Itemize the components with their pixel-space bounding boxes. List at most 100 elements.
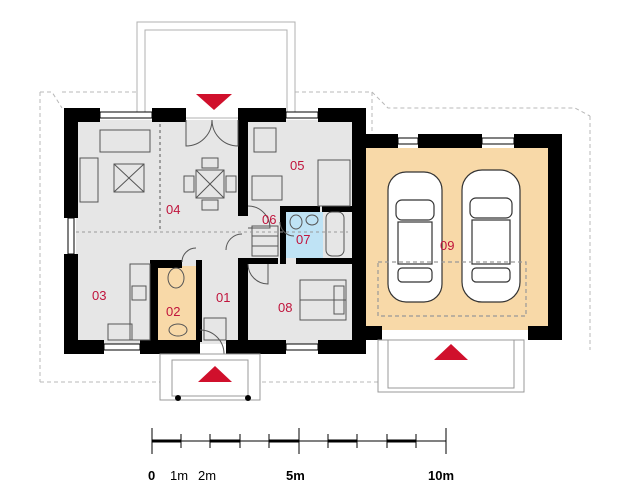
- doors: [181, 119, 295, 355]
- room-label-09: 09: [440, 238, 454, 253]
- window-living-top: [99, 111, 153, 119]
- wall-bottom-2: [140, 340, 200, 354]
- wc-toilet: [167, 267, 185, 289]
- wall-bottom-3: [226, 340, 286, 354]
- entrance-porch: [159, 353, 261, 401]
- wc-floor: [156, 266, 196, 340]
- sofa-left: [79, 157, 99, 203]
- desk-room05: [253, 127, 277, 153]
- coffee-table: [113, 163, 145, 193]
- kitchen-counter: [129, 263, 151, 341]
- wc-washbasin: [168, 323, 188, 337]
- porch-post-right: [245, 395, 251, 401]
- arrow-entrance: [198, 366, 232, 382]
- room-label-07: 07: [296, 232, 310, 247]
- wall-interior-05-07: [280, 206, 320, 212]
- porch-outer: [159, 353, 261, 401]
- window-kitchen: [103, 343, 141, 351]
- wall-interior-04-06: [238, 120, 248, 216]
- wardrobe-room05: [251, 175, 283, 201]
- car-left-roof: [397, 221, 433, 265]
- chair-left: [183, 175, 195, 193]
- sofa-top: [99, 129, 151, 153]
- porch-inner: [171, 359, 249, 397]
- wall-bottom-1: [64, 340, 104, 354]
- wall-garage-bottom-l: [364, 326, 382, 340]
- wall-garage-top-1: [352, 134, 398, 148]
- car-right-windshield: [469, 197, 513, 219]
- wall-interior-07-08: [296, 258, 352, 264]
- wall-garage-bottom-r: [528, 326, 562, 340]
- wall-interior-02-top: [150, 260, 182, 268]
- arrow-garage: [434, 344, 468, 360]
- room-label-08: 08: [278, 300, 292, 315]
- door-terrace-left: [185, 119, 213, 147]
- hall-cabinet: [251, 225, 279, 257]
- room-label-05: 05: [290, 158, 304, 173]
- wall-interior-06-07: [280, 206, 286, 264]
- window-left: [67, 217, 75, 255]
- bathroom-toilet: [289, 214, 303, 230]
- windows: [67, 111, 515, 351]
- bed-room05: [317, 159, 351, 207]
- wall-interior-05-bath: [322, 206, 352, 212]
- scale-label-1m: 1m: [170, 468, 188, 483]
- kitchen-sink-counter: [107, 323, 133, 341]
- window-garage-2: [481, 137, 515, 145]
- wall-interior-hall-08: [248, 258, 278, 264]
- window-room05: [285, 111, 319, 119]
- wall-garage-top-2: [418, 134, 482, 148]
- scale-label-2m: 2m: [198, 468, 216, 483]
- kitchen-hob: [131, 285, 147, 301]
- dining-table-cross-2: [195, 169, 225, 199]
- wall-garage-right: [548, 134, 562, 340]
- car-left: [387, 171, 443, 303]
- chair-top: [201, 157, 219, 169]
- wall-top-3: [238, 108, 286, 122]
- window-room08: [285, 343, 319, 351]
- wall-left-lower: [64, 254, 78, 350]
- door-bathroom: [279, 221, 295, 237]
- coffee-table-cross-2: [113, 163, 145, 193]
- terrace: [136, 21, 296, 119]
- garage-door-track: [377, 261, 527, 317]
- door-wc: [181, 247, 197, 263]
- room-label-03: 03: [92, 288, 106, 303]
- entrance-step: [203, 317, 227, 341]
- room-label-04: 04: [166, 202, 180, 217]
- garage-cars: [377, 169, 527, 317]
- room-label-06: 06: [262, 212, 276, 227]
- dining-table: [195, 169, 225, 199]
- scale-bar: 0 1m 2m 5m 10m: [148, 428, 454, 483]
- wall-top-2: [152, 108, 186, 122]
- door-room08: [247, 263, 269, 285]
- door-terrace-right: [211, 119, 239, 147]
- roof-outline-corner-nw: [40, 91, 63, 109]
- bed-room08-pillow: [333, 285, 345, 315]
- wall-interior-01-08: [238, 258, 248, 340]
- car-right-rear-window: [471, 267, 511, 283]
- car-left-body: [387, 171, 443, 303]
- car-right-roof: [471, 219, 511, 265]
- roof-outline: [39, 91, 591, 383]
- bathroom-basin: [305, 214, 319, 226]
- scale-label-0: 0: [148, 468, 155, 483]
- garage-driveway: [377, 339, 525, 393]
- room-label-02: 02: [166, 304, 180, 319]
- car-left-windshield: [395, 199, 435, 221]
- roof-outline-garage-top: [371, 91, 591, 117]
- scale-bar-ticks: [151, 428, 447, 454]
- car-left-rear-window: [397, 267, 433, 283]
- car-right-body: [461, 169, 521, 303]
- door-room05: [247, 205, 271, 229]
- bathroom-floor: [285, 212, 323, 258]
- door-hall: [225, 233, 243, 251]
- room-label-01: 01: [216, 290, 230, 305]
- driveway-inner: [387, 339, 515, 389]
- wall-interior-03-02: [150, 260, 158, 342]
- wall-interior-02-01: [196, 260, 202, 342]
- wall-house-garage: [352, 108, 366, 354]
- terrace-inner: [144, 29, 288, 119]
- interior-walls: [150, 120, 352, 342]
